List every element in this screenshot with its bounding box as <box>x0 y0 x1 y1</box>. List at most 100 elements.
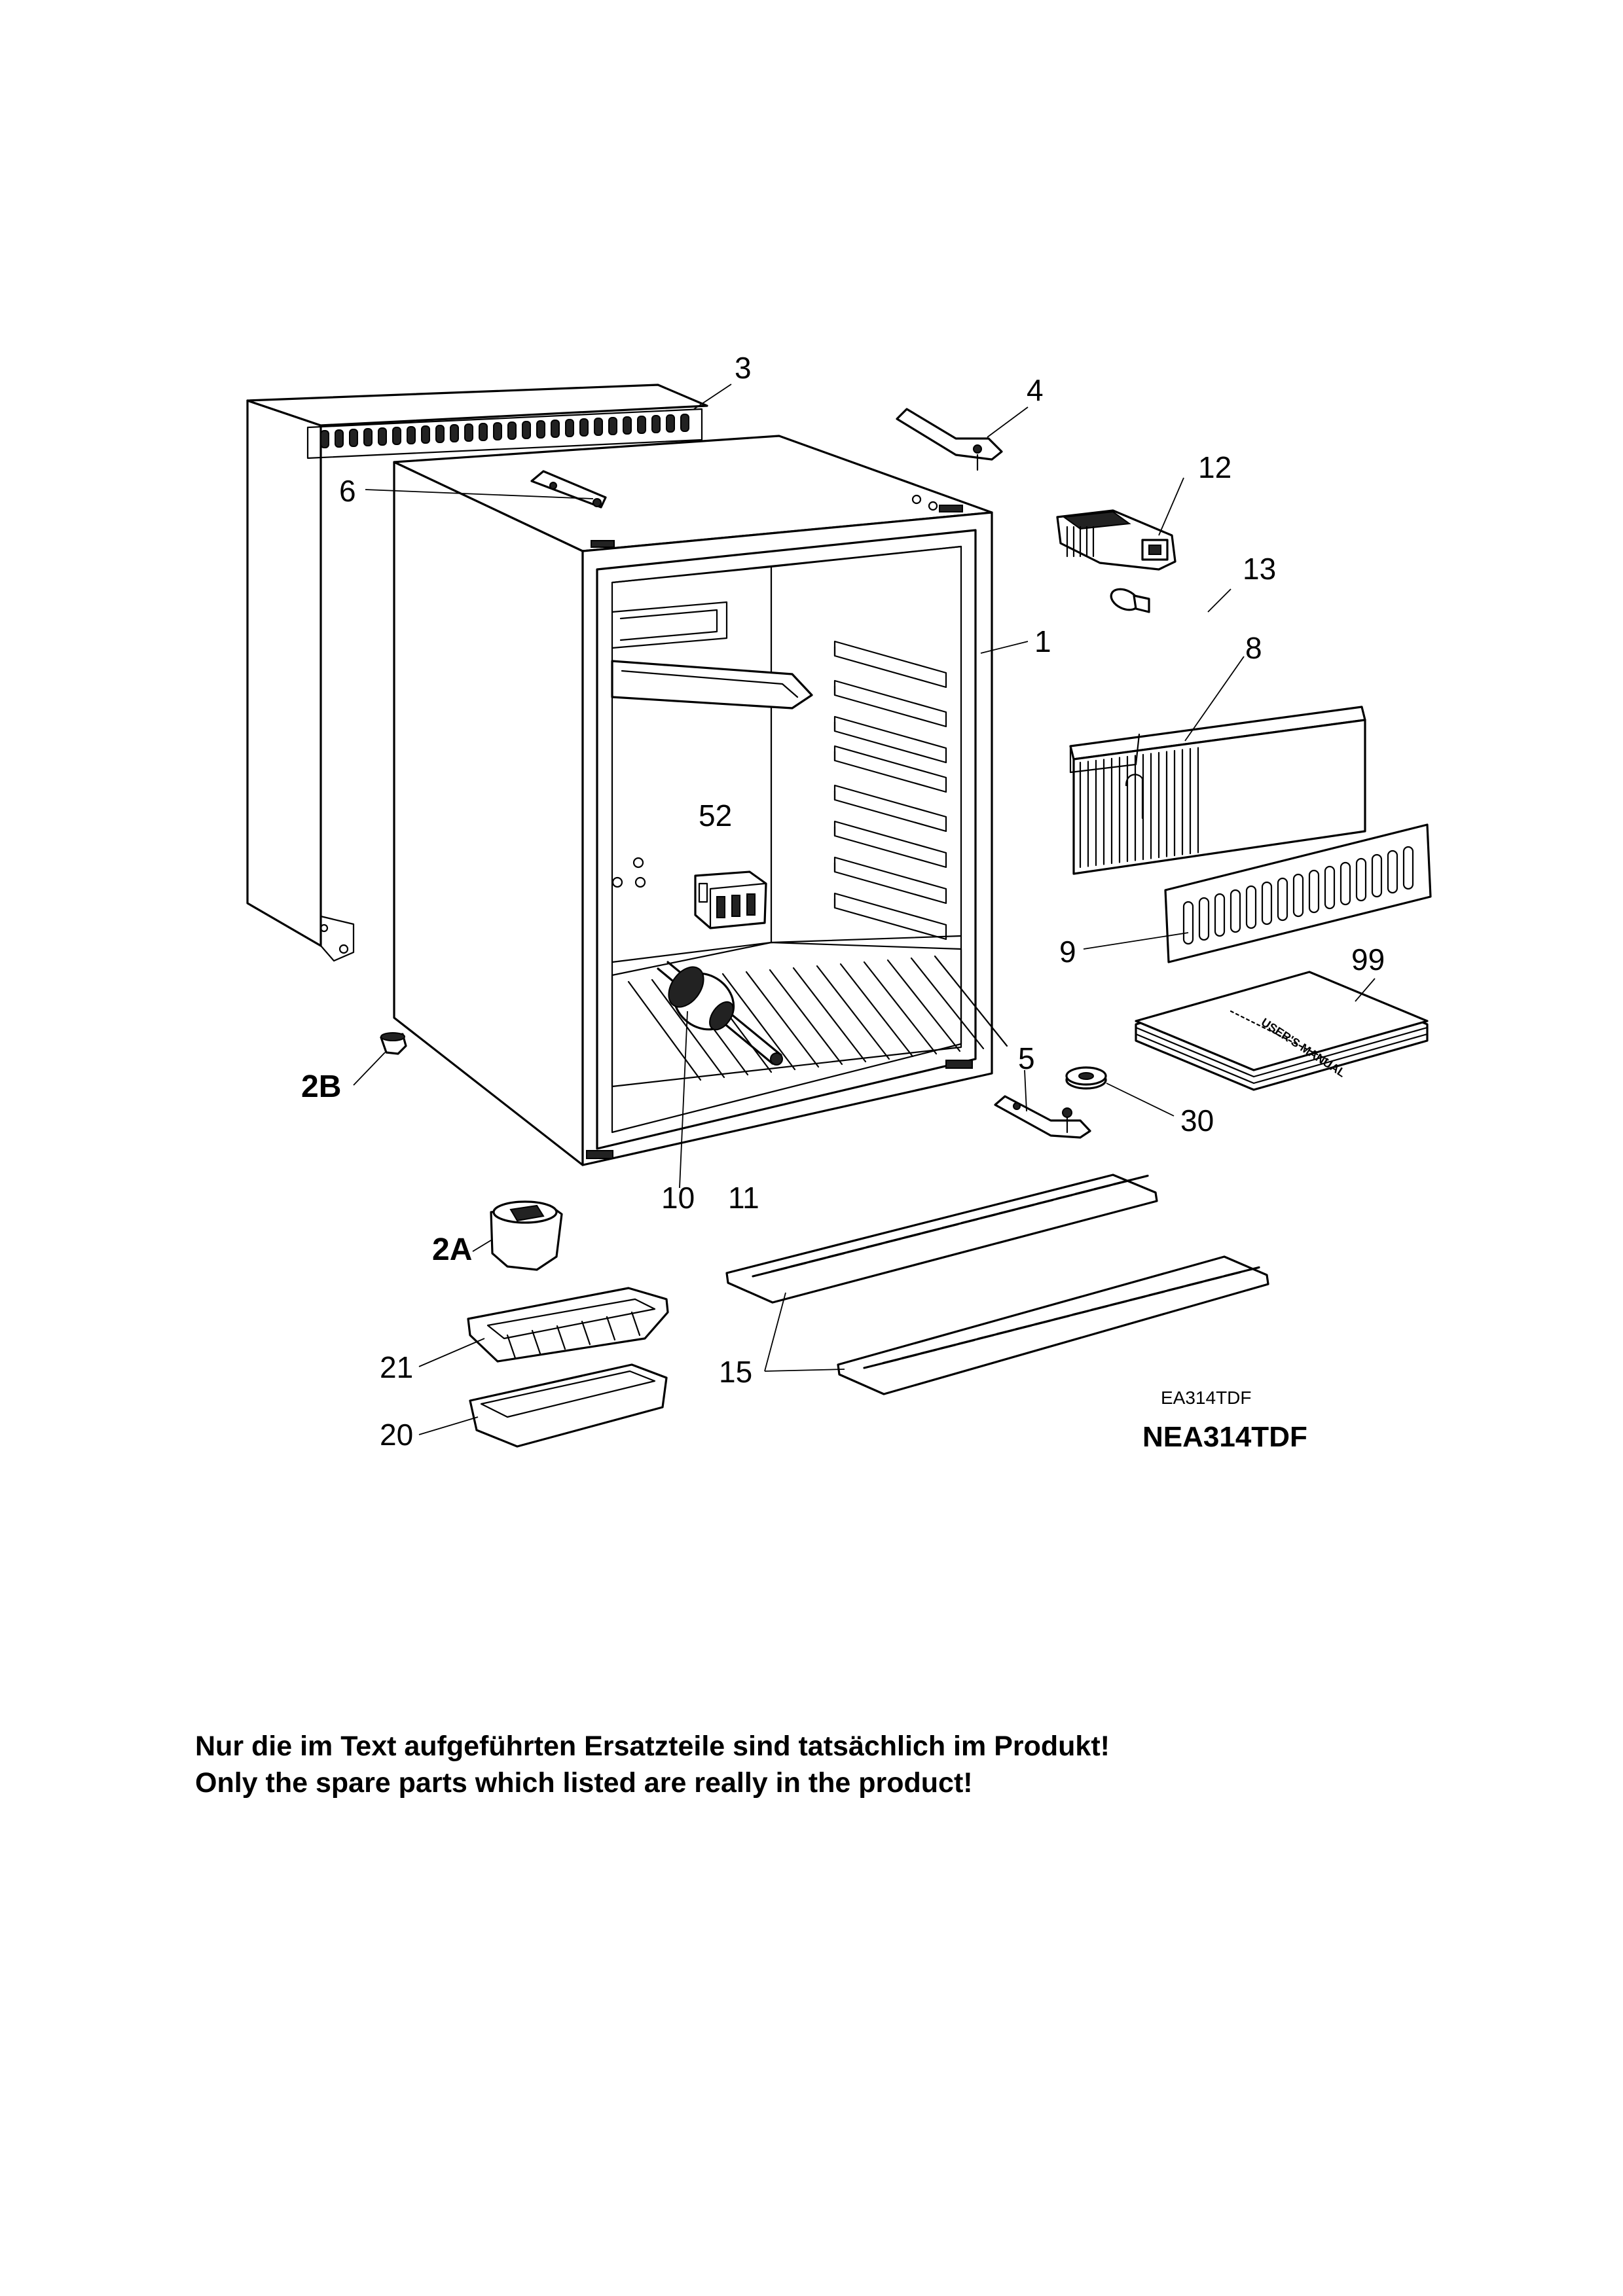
vent-slot <box>493 422 502 440</box>
vent-slot <box>450 424 459 442</box>
ice-cell-divider <box>606 1316 616 1341</box>
panel-slot <box>1277 877 1288 922</box>
part-30-washer <box>1065 1066 1107 1090</box>
callout-8: 8 <box>1245 631 1262 665</box>
part-99-manual: USER'S MANUAL <box>1135 971 1429 1091</box>
callout-4: 4 <box>1027 373 1044 407</box>
shelf-slot <box>1112 1174 1149 1185</box>
part-15-shelves <box>725 1174 1269 1395</box>
part-10-11-knob <box>657 961 783 1066</box>
part-52-block <box>694 870 767 929</box>
part-3-top-cover <box>246 384 708 962</box>
callout-9: 9 <box>1059 935 1076 969</box>
part-20-tray <box>469 1363 668 1448</box>
grid-bar <box>769 969 843 1066</box>
panel-slot <box>1402 846 1414 890</box>
vent-slot <box>623 416 632 435</box>
callout-2B: 2B <box>301 1069 341 1104</box>
part-5-hinge <box>994 1095 1091 1139</box>
panel-slot <box>1230 889 1241 933</box>
callout-6: 6 <box>339 474 356 508</box>
panel-slot <box>1261 881 1273 925</box>
grid-bar <box>651 978 725 1079</box>
vent-slot <box>579 418 589 437</box>
ice-cell-divider <box>556 1325 566 1350</box>
callout-5: 5 <box>1018 1041 1035 1075</box>
vent-slot <box>507 422 517 440</box>
part-1-cabinet <box>393 435 1008 1166</box>
note-english: Only the spare parts which listed are re… <box>195 1767 973 1799</box>
vent-slot <box>407 426 416 444</box>
vent-slot <box>392 427 401 445</box>
part-2A-cup <box>490 1200 563 1271</box>
vent-slot <box>551 420 560 438</box>
vent-slot <box>479 423 488 441</box>
callout-13: 13 <box>1243 552 1276 586</box>
vent-slot <box>421 425 430 444</box>
callout-20: 20 <box>380 1418 413 1452</box>
grid-bar <box>627 980 702 1081</box>
vent-slot <box>320 430 329 448</box>
vent-slot <box>522 421 531 439</box>
vent-slot <box>651 415 661 433</box>
panel-slot <box>1308 869 1320 914</box>
grid-bar <box>863 961 938 1055</box>
part-4-hinge <box>896 408 1003 471</box>
ice-cell-divider <box>630 1311 641 1336</box>
grid-bar <box>745 971 820 1068</box>
callout-2A: 2A <box>432 1232 472 1267</box>
vent-slot <box>680 414 689 432</box>
callout-52: 52 <box>699 798 732 833</box>
vent-slot <box>335 429 344 448</box>
panel-slot <box>1292 873 1304 918</box>
panel-slot <box>1340 861 1351 906</box>
grid-bar <box>721 973 796 1071</box>
callout-11: 11 <box>728 1181 759 1215</box>
vent-slot <box>637 416 646 434</box>
ice-cell-divider <box>531 1329 541 1355</box>
callout-12: 12 <box>1198 450 1231 484</box>
vent-slot <box>363 428 373 446</box>
callout-21: 21 <box>380 1350 413 1384</box>
callout-1: 1 <box>1034 624 1051 658</box>
part-9-panel <box>1164 823 1432 963</box>
callout-10: 10 <box>661 1181 695 1215</box>
part-13-bulb <box>1110 588 1150 613</box>
part-12-lamp-housing <box>1056 509 1176 571</box>
grid-bar <box>816 965 890 1060</box>
panel-slot <box>1324 865 1336 910</box>
vent-slot <box>565 419 574 437</box>
callout-labels: 3 4 6 12 13 1 8 52 9 99 5 30 2B 10 11 2A… <box>301 351 1385 1453</box>
panel-slot <box>1245 885 1257 929</box>
callout-99: 99 <box>1351 942 1385 977</box>
vent-slot <box>536 420 545 439</box>
grid-bar <box>839 963 914 1058</box>
grid-bar <box>934 955 1008 1047</box>
note-german: Nur die im Text aufgeführten Ersatzteile… <box>195 1731 1110 1762</box>
panel-slot <box>1214 893 1226 937</box>
vent-slot <box>608 417 617 435</box>
panel-slot <box>1355 857 1367 902</box>
callout-15: 15 <box>719 1355 752 1389</box>
ice-cell-divider <box>506 1334 517 1359</box>
leader-lines <box>353 384 1376 1435</box>
vent-slot <box>464 423 473 442</box>
panel-slot <box>1371 853 1383 898</box>
callout-30: 30 <box>1180 1103 1214 1138</box>
part-8-evaporator <box>1069 706 1366 875</box>
vent-slot <box>666 414 675 433</box>
drawing-code: EA314TDF <box>1161 1388 1252 1408</box>
vent-slot <box>349 429 358 447</box>
panel-slot <box>1387 850 1398 894</box>
vent-slot <box>435 425 445 443</box>
panel-slot <box>1198 897 1210 941</box>
callout-3: 3 <box>735 351 752 385</box>
notes-block: Nur die im Text aufgeführten Ersatzteile… <box>195 1728 1504 1801</box>
grid-bar <box>792 967 867 1063</box>
model-name: NEA314TDF <box>1142 1421 1307 1453</box>
shelf-slot <box>1224 1266 1260 1277</box>
ice-cell-divider <box>581 1320 591 1346</box>
grid-bar <box>910 957 985 1050</box>
part-2B-foot <box>380 1032 407 1055</box>
